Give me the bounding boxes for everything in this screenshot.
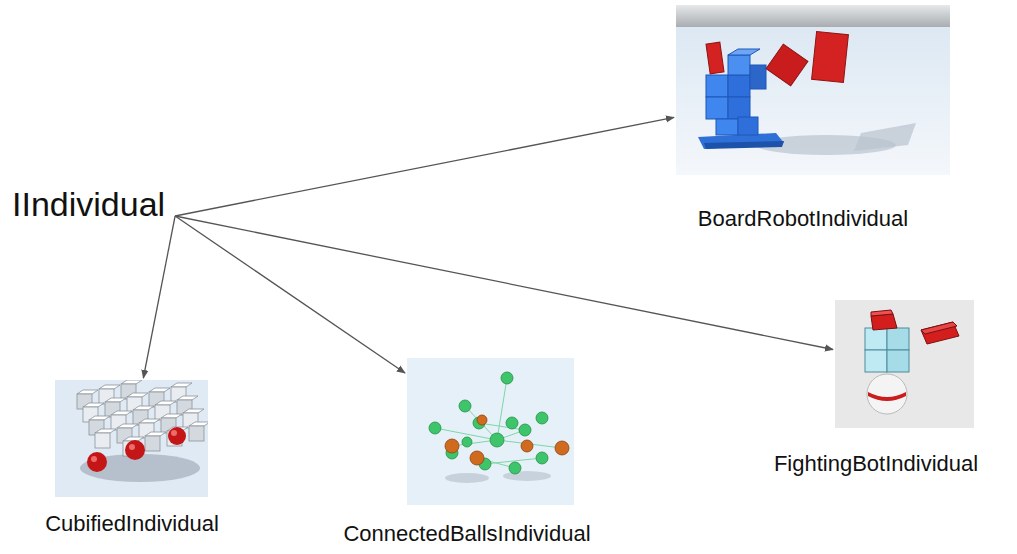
class-node: CubifiedIndividual [45,380,219,537]
class-name: ConnectedBallsIndividual [343,521,590,547]
cubified-render [55,380,208,497]
class-node: FightingBotIndividual [774,300,978,477]
inheritance-arrow [175,216,833,349]
class-node: BoardRobotIndividual [676,5,950,232]
class-name: FightingBotIndividual [774,451,978,477]
inheritance-arrow [143,216,175,378]
class-name: CubifiedIndividual [45,511,219,537]
class-name: BoardRobotIndividual [698,206,908,232]
inheritance-arrow [175,117,674,216]
board-robot-render [676,5,950,175]
interface-name: IIndividual [12,184,165,224]
class-node: ConnectedBallsIndividual [343,358,590,547]
fighting-bot-render [835,300,974,428]
interface-label: IIndividual [12,184,165,224]
connected-balls-render [407,358,574,505]
